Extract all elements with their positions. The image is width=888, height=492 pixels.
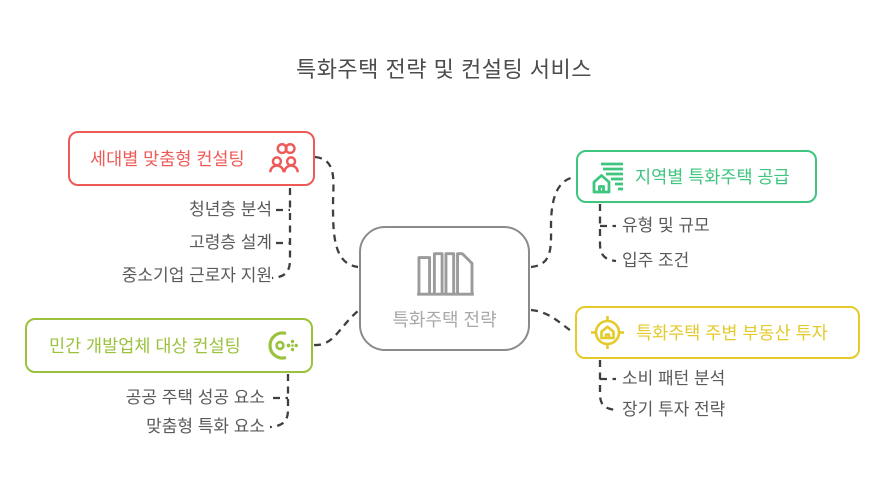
sub-item: 유형 및 규모 <box>622 216 710 235</box>
branch-surrounding-investment: 특화주택 주변 부동산 투자 <box>575 306 860 359</box>
sub-item: 중소기업 근로자 지원 <box>121 266 272 285</box>
house-list-icon <box>590 159 626 195</box>
diagram-title: 특화주택 전략 및 컨설팅 서비스 <box>295 57 593 82</box>
branch-private-developer-consulting: 민간 개발업체 대상 컨설팅 <box>25 318 313 373</box>
sub-item: 맞춤형 특화 요소 <box>146 417 265 436</box>
branch-generation-consulting: 세대별 맞춤형 컨설팅 <box>68 131 315 186</box>
sub-item: 청년층 분석 <box>189 200 272 219</box>
center-node: 특화주택 전략 <box>359 226 530 351</box>
sub-item: 입주 조건 <box>622 251 690 270</box>
link-bottomleft-center <box>313 310 359 347</box>
sub-item: 장기 투자 전략 <box>622 400 726 419</box>
link-center-topright <box>530 175 576 269</box>
team-icon <box>267 141 301 177</box>
link-topleft-center <box>314 155 359 269</box>
yellow-subtree-line <box>598 360 617 412</box>
branch-label: 민간 개발업체 대상 컨설팅 <box>49 336 241 356</box>
process-icon <box>262 327 299 364</box>
green-subtree-line <box>598 204 617 263</box>
branch-label: 특화주택 주변 부동산 투자 <box>636 323 828 343</box>
branch-regional-supply: 지역별 특화주택 공급 <box>576 150 817 203</box>
sub-item: 소비 패턴 분석 <box>622 369 726 388</box>
branch-label: 지역별 특화주택 공급 <box>635 167 790 187</box>
olive-subtree-line <box>269 374 290 429</box>
building-icon <box>416 251 474 296</box>
red-subtree-line <box>271 188 292 280</box>
center-node-label: 특화주택 전략 <box>392 309 497 330</box>
sub-item: 공공 주택 성공 요소 <box>125 388 265 407</box>
link-center-bottomright <box>530 308 575 334</box>
sub-item: 고령층 설계 <box>189 233 272 252</box>
branch-label: 세대별 맞춤형 컨설팅 <box>90 149 245 169</box>
house-target-icon <box>589 314 626 351</box>
